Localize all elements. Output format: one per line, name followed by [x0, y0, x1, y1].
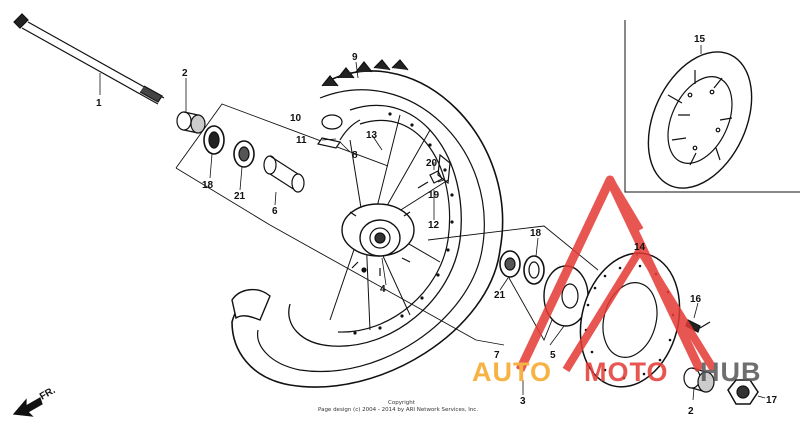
callout-14: 14 — [634, 242, 646, 253]
watermark-logo: AUTO MOTO HUB — [472, 175, 762, 387]
bearing-21-right — [499, 250, 521, 278]
callout-1: 1 — [96, 98, 102, 109]
watermark-text-left: AUTO — [472, 357, 552, 387]
dust-seal-18 — [203, 125, 225, 155]
axle-1 — [13, 13, 165, 105]
rim-7 — [288, 104, 462, 347]
collar-2 — [176, 111, 206, 134]
callout-2: 2 — [182, 68, 188, 79]
axle-nut-17 — [727, 379, 759, 405]
callout-labels: 1 2 2 3 4 5 6 7 8 9 10 11 12 13 14 15 16… — [38, 34, 778, 417]
spoke-nipple-19-20 — [417, 153, 451, 189]
callout-4: 4 — [380, 284, 386, 295]
brake-disc-14 — [579, 252, 681, 388]
callout-15: 15 — [694, 34, 706, 45]
bearing-21 — [233, 140, 255, 168]
callout-9: 9 — [352, 52, 358, 63]
hub-4 — [341, 203, 415, 276]
callout-18: 18 — [530, 228, 542, 239]
copyright-line-1: Copyright — [388, 400, 416, 406]
assembly-line — [269, 224, 477, 341]
collar-2-right — [683, 367, 715, 393]
distance-collar-6 — [263, 155, 305, 193]
callout-20: 20 — [426, 158, 438, 169]
callout-3: 3 — [520, 396, 526, 407]
inset-frame — [624, 20, 800, 193]
callout-13: 13 — [366, 130, 378, 141]
callout-11: 11 — [296, 135, 307, 146]
callout-19: 19 — [428, 190, 440, 201]
assembly-line — [427, 225, 599, 271]
front-direction-arrow — [12, 397, 43, 417]
callout-12: 12 — [428, 220, 440, 231]
callout-5: 5 — [550, 350, 556, 361]
callout-17: 17 — [766, 395, 778, 406]
copyright-line-2: Page design (c) 2004 - 2014 by ARI Netwo… — [318, 407, 478, 413]
flange-5 — [543, 265, 589, 327]
tire-9 — [231, 59, 504, 388]
callout-10: 10 — [290, 113, 302, 124]
brake-disc-15 — [647, 51, 753, 189]
leader-lines — [99, 45, 766, 401]
assembly-line — [175, 167, 271, 226]
callout-7: 7 — [494, 350, 500, 361]
watermark-text-middle: MOTO — [584, 357, 669, 387]
front-direction-label: FR. — [38, 385, 58, 403]
callout-21: 21 — [234, 191, 246, 202]
dust-seal-18-right — [523, 255, 545, 285]
callout-18: 18 — [202, 180, 214, 191]
tube-valve-10-11 — [317, 114, 361, 149]
callout-16: 16 — [690, 294, 702, 305]
callout-21: 21 — [494, 290, 506, 301]
callout-2: 2 — [688, 406, 694, 417]
callout-6: 6 — [272, 206, 278, 217]
callout-8: 8 — [352, 150, 358, 161]
watermark-text-right: HUB — [700, 357, 762, 387]
